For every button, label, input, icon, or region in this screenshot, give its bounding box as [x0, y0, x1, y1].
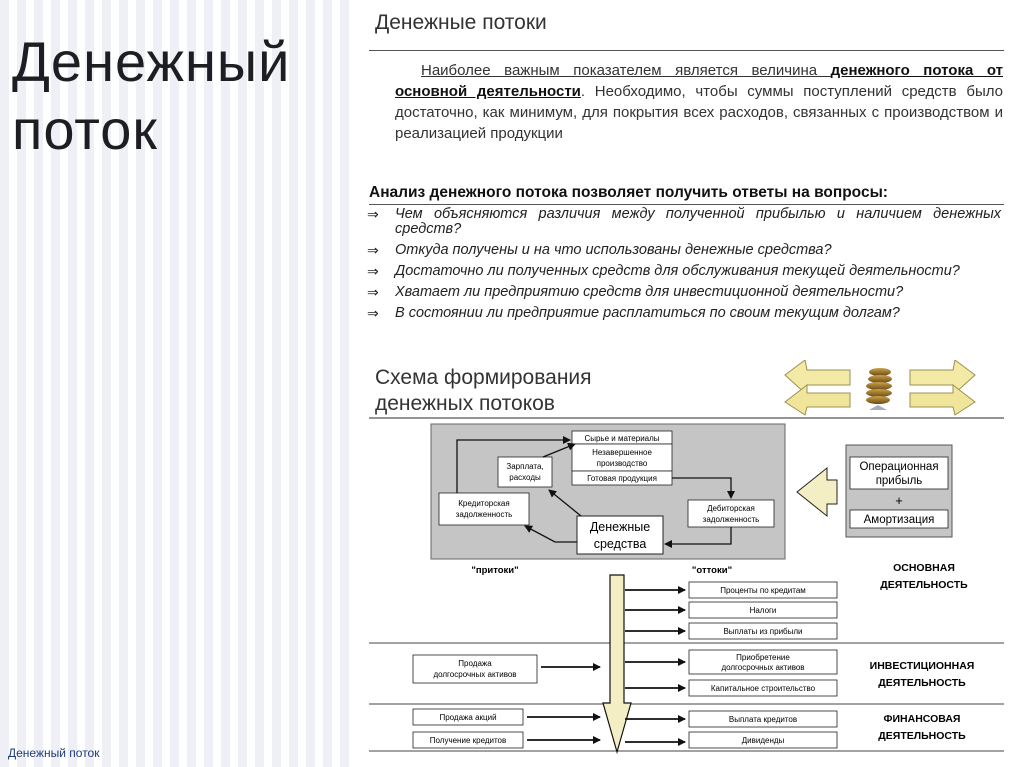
- finished-goods-label: Готовая продукция: [587, 474, 657, 483]
- question-text: Достаточно ли полученных средств для обс…: [395, 263, 960, 279]
- financing-label-line1: ФИНАНСОВАЯ: [884, 713, 961, 725]
- investing-label-line1: ИНВЕСТИЦИОННАЯ: [870, 660, 975, 672]
- cash-cycle-icon: [784, 360, 976, 416]
- outflow-box: [688, 601, 838, 619]
- questions-list: ⇒ Чем объясняются различия между полученн…: [367, 207, 1001, 327]
- outflow-label: Налоги: [750, 606, 777, 615]
- scheme-title: Схема формирования денежных потоков: [375, 365, 592, 417]
- inflows-header: "притоки": [471, 565, 518, 576]
- inflow-label-line2: долгосрочных активов: [433, 670, 516, 679]
- inflow-label: Продажа акций: [439, 713, 496, 722]
- outflow-label: Выплаты из прибыли: [723, 627, 802, 636]
- op-profit-label-line1: Операционная: [859, 461, 938, 473]
- amortization-box: [849, 509, 949, 529]
- question-text: В состоянии ли предприятие расплатиться …: [395, 305, 900, 321]
- cash-flow-main-arrow: [602, 574, 632, 755]
- raw-materials-label: Сырье и материалы: [584, 434, 659, 443]
- cash-label-line2: средства: [594, 537, 647, 551]
- operating-label-line2: ДЕЯТЕЛЬНОСТЬ: [880, 579, 968, 591]
- outflow-box: [688, 581, 838, 599]
- inflow-label-line1: Продажа: [458, 659, 492, 668]
- investing-label-line2: ДЕЯТЕЛЬНОСТЬ: [878, 677, 966, 689]
- document-image: Денежные потоки Наиболее важным показате…: [355, 0, 1024, 767]
- question-text: Чем объясняются различия между полученно…: [395, 206, 1001, 237]
- arrow-icon: ⇒: [367, 284, 379, 300]
- inflow-arrows: [527, 663, 601, 744]
- op-profit-box: [849, 456, 949, 490]
- receivables-label-line1: Дебиторская: [707, 504, 755, 513]
- arrow-icon: ⇒: [367, 206, 379, 222]
- slide-title: Денежный поток: [12, 28, 290, 164]
- receivables-label-line2: задолженность: [703, 515, 760, 524]
- outflow-label: Капитальное строительство: [711, 684, 816, 693]
- question-text: Хватает ли предприятию средств для инвес…: [395, 284, 904, 300]
- para-start: Наиболее важным показателем является вел…: [421, 62, 831, 79]
- outflow-box: [688, 679, 838, 697]
- payables-label-line1: Кредиторская: [458, 499, 509, 508]
- payables-box: [438, 492, 530, 526]
- profit-arrow-icon: [796, 466, 838, 518]
- payables-label-line2: задолженность: [456, 510, 513, 519]
- outflow-arrows: [625, 586, 686, 746]
- outflow-box: [688, 622, 838, 640]
- outflow-label-line1: Приобретение: [736, 653, 790, 662]
- arrow-icon: ⇒: [367, 242, 379, 258]
- inflow-box: [412, 708, 524, 726]
- slide-title-line2: поток: [12, 98, 158, 161]
- outflow-label: Выплата кредитов: [729, 715, 797, 724]
- wip-label-line1: Незавершенное: [592, 448, 652, 457]
- wip-label-line2: производство: [597, 459, 648, 468]
- wip-box: [571, 443, 673, 472]
- amortization-label: Амортизация: [864, 514, 935, 526]
- op-profit-label-line2: прибыль: [876, 475, 923, 487]
- scheme-title-line1: Схема формирования: [375, 366, 592, 389]
- arrow-icon: ⇒: [367, 263, 379, 279]
- para-bold: денежного потока от основной деятельност…: [395, 62, 1003, 100]
- salary-label-line1: Зарплата,: [506, 462, 543, 471]
- outflow-label: Дивиденды: [742, 736, 785, 745]
- plus-sign: +: [895, 493, 903, 508]
- salary-box: [497, 456, 553, 488]
- outflow-box: [688, 710, 838, 728]
- inflow-label: Получение кредитов: [430, 736, 507, 745]
- slide-background-stripes: [0, 0, 355, 767]
- outflow-box: [688, 731, 838, 749]
- question-item: ⇒ В состоянии ли предприятие расплатиться…: [367, 306, 1001, 321]
- intro-paragraph: Наиболее важным показателем является вел…: [395, 60, 1003, 144]
- arrow-icon: ⇒: [367, 305, 379, 321]
- question-item: ⇒ Хватает ли предприятию средств для инве…: [367, 285, 1001, 300]
- questions-divider: [369, 204, 1004, 205]
- outflow-box: [688, 649, 838, 675]
- outflow-label-line2: долгосрочных активов: [721, 663, 804, 672]
- document-heading: Денежные потоки: [375, 11, 547, 34]
- outflow-label: Проценты по кредитам: [720, 586, 806, 595]
- salary-label-line2: расходы: [509, 473, 541, 482]
- cash-box: [576, 515, 664, 555]
- financing-label-line2: ДЕЯТЕЛЬНОСТЬ: [878, 730, 966, 742]
- questions-heading: Анализ денежного потока позволяет получи…: [369, 184, 888, 201]
- cash-flow-diagram: Сырье и материалы Незавершенное производ…: [369, 360, 1004, 755]
- operating-label-line1: ОСНОВНАЯ: [893, 562, 955, 574]
- slide-footer: Денежный поток: [8, 746, 100, 760]
- question-item: ⇒ Достаточно ли полученных средств для об…: [367, 264, 1001, 279]
- inflow-box: [412, 654, 538, 684]
- question-item: ⇒ Чем объясняются различия между полученн…: [367, 207, 1001, 237]
- heading-divider: [369, 50, 1004, 51]
- para-end: . Необходимо, чтобы суммы поступлений ср…: [395, 83, 1003, 142]
- inflow-box: [412, 731, 524, 749]
- question-text: Откуда получены и на что использованы де…: [395, 242, 832, 258]
- slide-title-line1: Денежный: [12, 30, 291, 93]
- cycle-arrows: [456, 436, 735, 548]
- cash-label-line1: Денежные: [590, 520, 650, 534]
- outflows-header: "оттоки": [692, 565, 732, 576]
- question-item: ⇒ Откуда получены и на что использованы д…: [367, 243, 1001, 258]
- scheme-title-line2: денежных потоков: [375, 392, 555, 415]
